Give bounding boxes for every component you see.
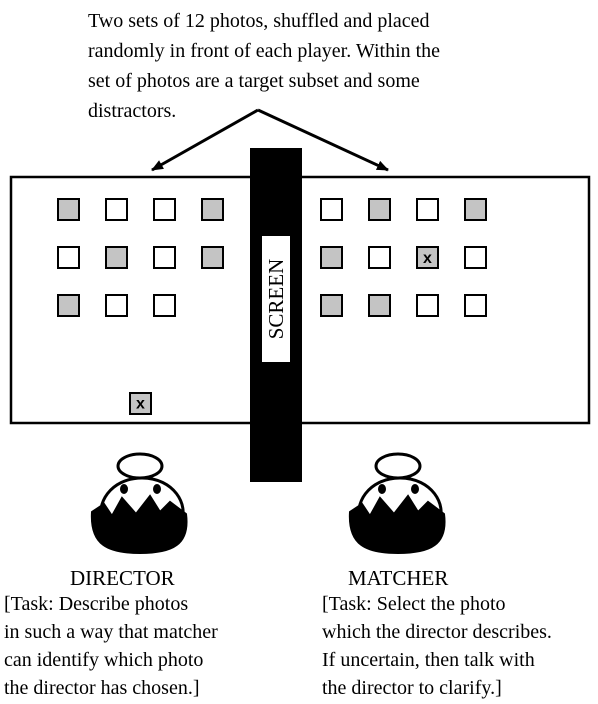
director-task-line-1: [Task: Describe photos (4, 590, 218, 618)
director-chosen-mark: x (136, 396, 145, 413)
director-photo-2-3 (154, 247, 175, 268)
director-photo-1-1 (58, 199, 79, 220)
matcher-task-line-4: the director to clarify.] (322, 674, 552, 702)
director-photo-2-2 (106, 247, 127, 268)
director-photo-3-1 (58, 295, 79, 316)
matcher-photo-1-1 (321, 199, 342, 220)
matcher-task: [Task: Select the photo which the direct… (322, 590, 552, 702)
matcher-head-icon (350, 454, 445, 553)
director-photo-3-3 (154, 295, 175, 316)
matcher-photo-1-3 (417, 199, 438, 220)
director-task-line-4: the director has chosen.] (4, 674, 218, 702)
director-photo-1-4 (202, 199, 223, 220)
matcher-task-line-2: which the director describes. (322, 618, 552, 646)
director-photo-1-2 (106, 199, 127, 220)
director-task-line-3: can identify which photo (4, 646, 218, 674)
matcher-photo-1-4 (465, 199, 486, 220)
matcher-label: MATCHER (348, 566, 448, 590)
matcher-photo-3-2 (369, 295, 390, 316)
arrow-to-director-photos (152, 110, 258, 170)
matcher-photo-2-2 (369, 247, 390, 268)
matcher-photo-1-2 (369, 199, 390, 220)
director-task: [Task: Describe photos in such a way tha… (4, 590, 218, 702)
director-photo-2-1 (58, 247, 79, 268)
director-photo-2-4 (202, 247, 223, 268)
matcher-task-line-1: [Task: Select the photo (322, 590, 552, 618)
matcher-photo-3-3 (417, 295, 438, 316)
matcher-photo-2-1 (321, 247, 342, 268)
screen-label: SCREEN (264, 259, 288, 340)
matcher-selected-mark: x (423, 250, 432, 267)
director-head-icon (92, 454, 187, 553)
matcher-task-line-3: If uncertain, then talk with (322, 646, 552, 674)
matcher-photo-2-4 (465, 247, 486, 268)
matcher-photo-3-4 (465, 295, 486, 316)
director-photo-3-2 (106, 295, 127, 316)
director-chosen-photo: x (130, 393, 151, 414)
matcher-photo-3-1 (321, 295, 342, 316)
director-task-line-2: in such a way that matcher (4, 618, 218, 646)
director-photo-1-3 (154, 199, 175, 220)
director-label: DIRECTOR (70, 566, 175, 590)
